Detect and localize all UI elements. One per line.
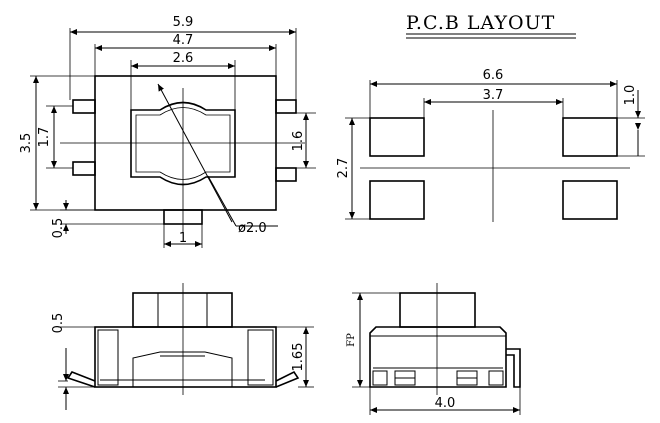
front-view-lead-left [66,371,96,388]
dim-pad-span: 6.6 [483,68,504,83]
front-view-lead-right [275,370,300,388]
dim-body-height: 1.65 [291,343,306,372]
side-view-lead [506,348,521,388]
front-view-body [94,326,277,388]
pcb-layout: P.C.B LAYOUT 6.6 3.7 1.0 2.7 [336,12,645,222]
top-view: 5.9 4.7 2.6 3.5 1.7 0.5 1.6 [19,15,316,248]
dim-pin-pitch-left: 1.7 [37,127,52,148]
dim-overall-width: 5.9 [173,15,194,30]
dim-depth: 4.0 [435,396,456,411]
dim-overall-height: 3.5 [19,133,34,154]
dim-lead-thickness: 0.5 [51,313,66,334]
dim-body-width: 4.7 [173,33,194,48]
dim-fp: FP [346,333,357,347]
pcb-pad-bottom-left [369,180,425,220]
side-view-button [399,292,476,328]
pcb-pad-top-left [369,117,425,157]
top-view-pin-right-upper [275,99,297,114]
pcb-pad-top-right [562,117,618,157]
pcb-layout-title: P.C.B LAYOUT [406,12,555,34]
top-view-pin-right-lower [275,167,297,182]
dim-button-width: 2.6 [173,51,194,66]
dim-pad-height: 1.0 [623,85,638,106]
top-view-pin-left-lower [72,161,96,176]
pcb-pad-bottom-right [562,180,618,220]
side-view: FP 4.0 [346,283,521,415]
dim-tab-width: 1 [179,231,187,246]
dim-vertical-span: 2.7 [336,158,351,179]
front-view-button [132,292,233,328]
front-view: 0.5 1.65 [51,283,314,410]
dim-inner-gap: 3.7 [483,88,504,103]
dim-pin-pitch-right: 1.6 [291,131,306,152]
top-view-pin-left-upper [72,99,96,114]
dim-tab-offset: 0.5 [51,218,66,239]
dim-diameter: ø2.0 [238,221,267,236]
side-view-body [369,326,507,388]
top-view-button [130,101,236,186]
